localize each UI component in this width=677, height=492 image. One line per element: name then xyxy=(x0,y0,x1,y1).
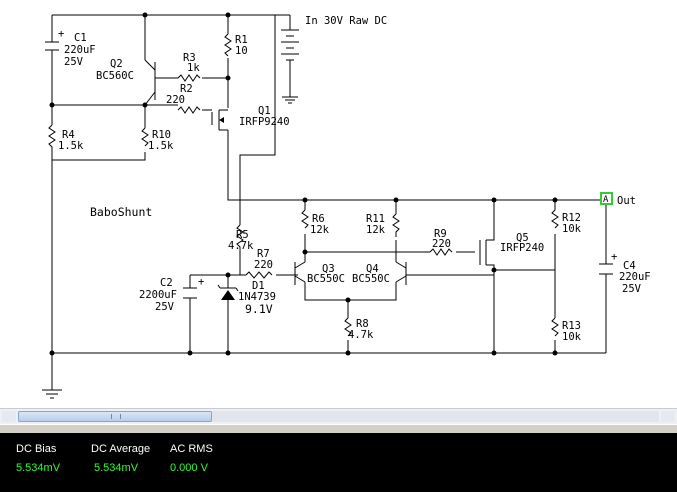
dc-average-value: 5.534mV xyxy=(94,462,139,474)
grip-icon xyxy=(111,414,121,419)
svg-text:12k: 12k xyxy=(310,224,330,236)
svg-text:IRFP9240: IRFP9240 xyxy=(239,116,290,128)
component-r8[interactable]: R8 4.7k xyxy=(348,318,374,341)
scroll-track[interactable] xyxy=(18,411,659,422)
svg-text:BC560C: BC560C xyxy=(96,70,134,82)
svg-text:R4: R4 xyxy=(62,129,75,141)
output-probe[interactable]: A xyxy=(600,192,613,205)
junction-dots xyxy=(49,12,558,356)
svg-text:+: + xyxy=(58,28,64,40)
component-r4[interactable]: R4 1.5k xyxy=(58,129,84,152)
svg-text:Q3: Q3 xyxy=(322,263,335,275)
component-r9[interactable]: R9 220 xyxy=(432,228,451,250)
wires xyxy=(51,14,607,390)
svg-text:R1: R1 xyxy=(235,34,248,46)
svg-text:C2: C2 xyxy=(160,277,173,289)
scroll-thumb[interactable] xyxy=(18,411,212,422)
svg-text:10k: 10k xyxy=(562,223,582,235)
svg-text:R13: R13 xyxy=(562,320,581,332)
component-r13[interactable]: R13 10k xyxy=(562,320,582,343)
svg-text:IRFP240: IRFP240 xyxy=(500,242,544,254)
component-r5[interactable]: R5 4.7k xyxy=(228,229,254,252)
schematic-canvas[interactable]: + + + A Out In 30V Raw DC BaboShunt C1 2… xyxy=(0,0,677,408)
component-r7[interactable]: R7 220 xyxy=(254,248,273,271)
svg-text:R9: R9 xyxy=(434,228,447,240)
component-q3[interactable]: Q3 BC550C xyxy=(307,263,345,285)
svg-text:R3: R3 xyxy=(183,52,196,64)
ac-rms-value: 0.000 V xyxy=(170,462,208,474)
svg-text:10: 10 xyxy=(235,45,248,57)
svg-text:1.5k: 1.5k xyxy=(148,140,174,152)
svg-text:1N4739: 1N4739 xyxy=(238,291,276,303)
svg-text:2200uF: 2200uF xyxy=(139,289,177,301)
svg-text:R12: R12 xyxy=(562,212,581,224)
svg-text:1k: 1k xyxy=(187,62,200,74)
svg-text:25V: 25V xyxy=(155,301,175,313)
panel-divider[interactable] xyxy=(0,424,677,433)
svg-text:220uF: 220uF xyxy=(619,271,651,283)
dc-bias-label: DC Bias xyxy=(16,443,57,455)
component-r2[interactable]: R2 220 xyxy=(166,83,193,106)
component-r11[interactable]: R11 12k xyxy=(366,213,386,236)
svg-text:C4: C4 xyxy=(623,260,636,272)
component-r1[interactable]: R1 10 xyxy=(235,34,248,57)
svg-text:220: 220 xyxy=(254,259,273,271)
component-c2[interactable]: C2 2200uF 25V xyxy=(139,277,177,313)
component-q5[interactable]: Q5 IRFP240 xyxy=(500,232,544,254)
svg-text:25V: 25V xyxy=(64,56,84,68)
svg-text:R5: R5 xyxy=(236,229,249,241)
component-r10[interactable]: R10 1.5k xyxy=(148,129,174,152)
svg-text:BC550C: BC550C xyxy=(307,273,345,285)
svg-text:R2: R2 xyxy=(180,83,193,95)
svg-text:BC550C: BC550C xyxy=(352,273,390,285)
svg-text:10k: 10k xyxy=(562,331,582,343)
symbols xyxy=(42,29,613,399)
svg-text:+: + xyxy=(611,251,617,263)
svg-text:R11: R11 xyxy=(366,213,385,225)
svg-text:1.5k: 1.5k xyxy=(58,140,84,152)
svg-text:25V: 25V xyxy=(622,283,642,295)
circuit-title: BaboShunt xyxy=(90,205,152,219)
svg-text:Q5: Q5 xyxy=(516,232,529,244)
svg-text:+: + xyxy=(198,276,204,288)
component-r3[interactable]: R3 1k xyxy=(183,52,200,74)
svg-text:Q1: Q1 xyxy=(258,105,271,117)
svg-text:C1: C1 xyxy=(74,32,87,44)
svg-text:R7: R7 xyxy=(257,248,270,260)
svg-text:4.7k: 4.7k xyxy=(228,240,254,252)
svg-text:220: 220 xyxy=(166,94,185,106)
svg-text:Q4: Q4 xyxy=(366,263,379,275)
scroll-left-arrow-icon[interactable] xyxy=(2,411,16,422)
svg-text:D1: D1 xyxy=(252,280,265,292)
svg-text:220: 220 xyxy=(432,238,451,250)
component-q2[interactable]: Q2 BC560C xyxy=(96,58,134,82)
component-d1[interactable]: D1 1N4739 9.1V xyxy=(238,280,276,316)
svg-text:220uF: 220uF xyxy=(64,44,96,56)
measurement-readout: DC Bias 5.534mV DC Average 5.534mV AC RM… xyxy=(0,433,677,492)
svg-text:R6: R6 xyxy=(312,213,325,225)
component-r6[interactable]: R6 12k xyxy=(310,213,330,236)
ac-rms-label: AC RMS xyxy=(170,443,213,455)
svg-text:R8: R8 xyxy=(356,318,369,330)
component-c1[interactable]: C1 220uF 25V xyxy=(64,32,96,68)
dc-bias-value: 5.534mV xyxy=(16,462,61,474)
polarity-marks: + + + xyxy=(58,28,617,288)
horizontal-scrollbar[interactable] xyxy=(0,408,677,425)
dc-average-label: DC Average xyxy=(91,443,151,455)
probe-letter: A xyxy=(603,195,609,205)
svg-text:R10: R10 xyxy=(152,129,171,141)
svg-text:Q2: Q2 xyxy=(110,58,123,70)
svg-text:4.7k: 4.7k xyxy=(348,329,374,341)
scroll-right-arrow-icon[interactable] xyxy=(661,411,675,422)
input-label: In 30V Raw DC xyxy=(305,15,387,27)
svg-text:12k: 12k xyxy=(366,224,386,236)
component-q4[interactable]: Q4 BC550C xyxy=(352,263,390,285)
component-r12[interactable]: R12 10k xyxy=(562,212,582,235)
svg-text:9.1V: 9.1V xyxy=(245,302,273,316)
component-c4[interactable]: C4 220uF 25V xyxy=(619,260,651,295)
component-q1[interactable]: Q1 IRFP9240 xyxy=(239,105,290,128)
output-label: Out xyxy=(617,195,636,207)
